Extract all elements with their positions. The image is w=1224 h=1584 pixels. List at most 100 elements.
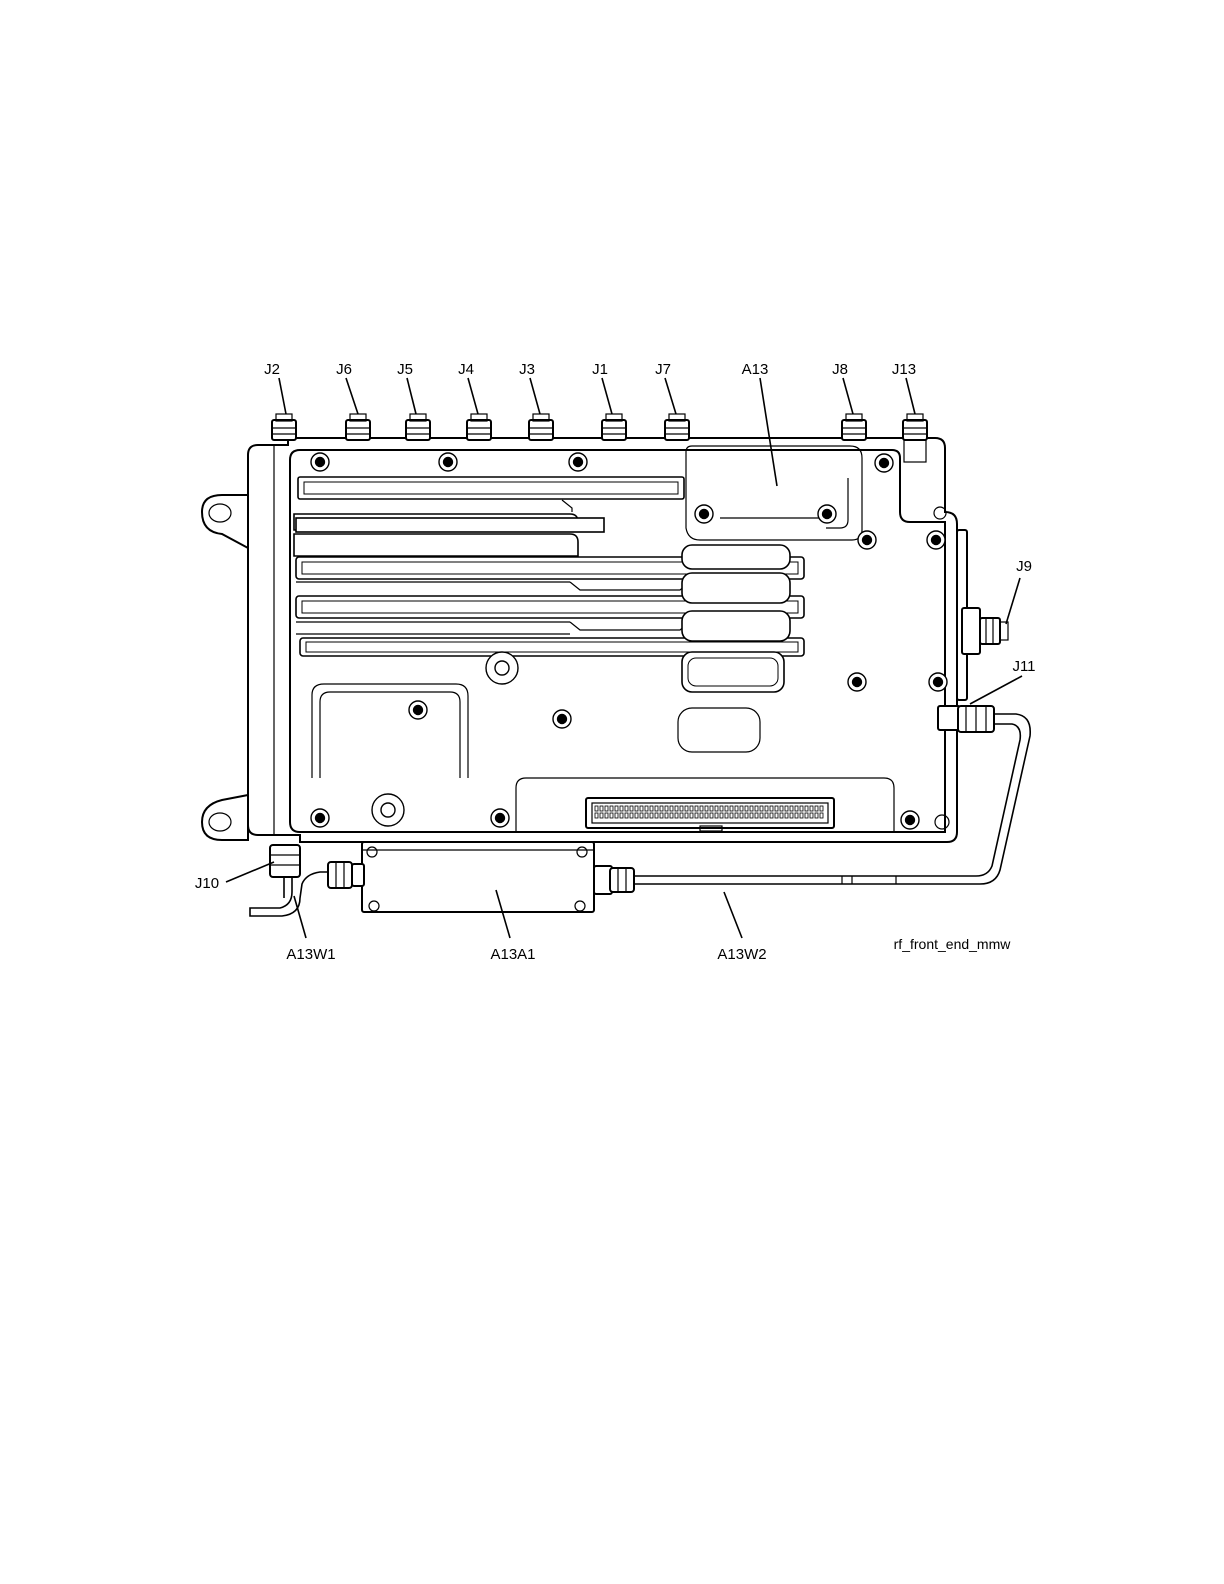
- connector-pin: [675, 806, 678, 811]
- connector-pin: [735, 806, 738, 811]
- sma-connector-j1: [602, 414, 626, 440]
- connector-pin: [745, 806, 748, 811]
- screw-icon: [553, 710, 571, 728]
- boss-icon: [486, 652, 518, 684]
- leader-j9: [1006, 578, 1020, 624]
- screw-icon: [311, 809, 329, 827]
- sma-connector-j2: [272, 414, 296, 440]
- leader-j6: [346, 378, 358, 414]
- label-a13w1: A13W1: [286, 946, 335, 963]
- connector-pin: [730, 806, 733, 811]
- connector-pin: [605, 806, 608, 811]
- connector-pin: [735, 813, 738, 818]
- label-j2: J2: [264, 361, 280, 378]
- boss-icon: [372, 794, 404, 826]
- connector-pin: [615, 813, 618, 818]
- leader-j2: [279, 378, 286, 414]
- connector-pin: [760, 806, 763, 811]
- connector-pin: [680, 813, 683, 818]
- connector-pin: [715, 813, 718, 818]
- leader-j11: [970, 676, 1022, 704]
- connector-pin: [770, 806, 773, 811]
- label-j5: J5: [397, 361, 413, 378]
- connector-pin: [600, 813, 603, 818]
- connector-pin: [780, 806, 783, 811]
- figure-id: rf_front_end_mmw: [894, 936, 1012, 952]
- label-j4: J4: [458, 361, 474, 378]
- connector-pin: [745, 813, 748, 818]
- connector-pin: [640, 806, 643, 811]
- connector-pin: [700, 806, 703, 811]
- leader-j8: [843, 378, 853, 414]
- connector-pin: [780, 813, 783, 818]
- connector-pin: [725, 813, 728, 818]
- connector-pin: [620, 806, 623, 811]
- leader-j7: [665, 378, 676, 414]
- a13a1-module: [362, 842, 594, 912]
- connector-pin: [785, 806, 788, 811]
- connector-pin: [800, 806, 803, 811]
- label-j11: J11: [1012, 658, 1035, 675]
- leader-j13: [906, 378, 915, 414]
- connector-pin: [710, 813, 713, 818]
- sma-connector-j4: [467, 414, 491, 440]
- connector-pin: [645, 806, 648, 811]
- connector-pin: [740, 813, 743, 818]
- label-j13: J13: [892, 361, 916, 378]
- connector-pin: [740, 806, 743, 811]
- connector-pin: [630, 806, 633, 811]
- screw-icon: [848, 673, 866, 691]
- connector-pin: [610, 806, 613, 811]
- connector-pin: [760, 813, 763, 818]
- leader-j5: [407, 378, 416, 414]
- connector-pin: [660, 813, 663, 818]
- connector-pin: [765, 806, 768, 811]
- connector-pin: [690, 806, 693, 811]
- sma-connector-j3: [529, 414, 553, 440]
- connector-pin: [630, 813, 633, 818]
- connector-pin: [725, 806, 728, 811]
- a13w1-cable: [250, 845, 364, 916]
- connector-pin: [820, 813, 823, 818]
- connector-pin: [795, 813, 798, 818]
- connector-pin: [805, 813, 808, 818]
- connector-pin: [600, 806, 603, 811]
- connector-pin: [685, 806, 688, 811]
- sma-connector-j6: [346, 414, 370, 440]
- connector-pin: [615, 806, 618, 811]
- connector-pin: [685, 813, 688, 818]
- connector-pin: [810, 813, 813, 818]
- label-a13a1: A13A1: [490, 946, 535, 963]
- connector-pin: [660, 806, 663, 811]
- screw-icon: [409, 701, 427, 719]
- label-j1: J1: [592, 361, 608, 378]
- connector-pin: [690, 813, 693, 818]
- sma-connector-j8: [842, 414, 866, 440]
- connector-pin: [655, 806, 658, 811]
- screw-icon: [929, 673, 947, 691]
- connector-pin: [750, 806, 753, 811]
- connector-pin: [720, 806, 723, 811]
- connector-pin: [645, 813, 648, 818]
- screw-icon: [818, 505, 836, 523]
- screw-icon: [858, 531, 876, 549]
- leader-j1: [602, 378, 612, 414]
- connector-pin: [755, 813, 758, 818]
- screw-icon: [311, 453, 329, 471]
- connector-pin: [680, 806, 683, 811]
- connector-pin: [815, 806, 818, 811]
- screw-icon: [901, 811, 919, 829]
- screw-icon: [439, 453, 457, 471]
- j9-connector: [962, 608, 1008, 654]
- connector-pin: [610, 813, 613, 818]
- connector-pin: [755, 806, 758, 811]
- connector-pin: [750, 813, 753, 818]
- connector-pin: [670, 806, 673, 811]
- connector-pin: [800, 813, 803, 818]
- label-j8: J8: [832, 361, 848, 378]
- connector-pin: [785, 813, 788, 818]
- connector-pin: [650, 813, 653, 818]
- connector-pin: [595, 813, 598, 818]
- screw-icon: [695, 505, 713, 523]
